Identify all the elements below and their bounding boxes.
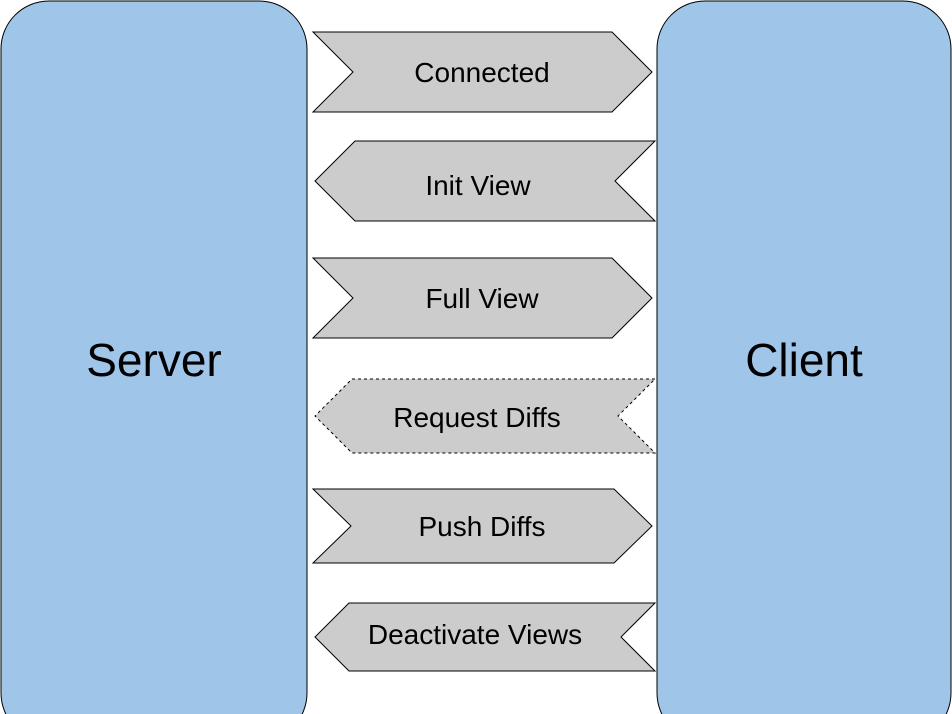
message-label: Full View	[425, 283, 539, 314]
message-deactivate-views: Deactivate Views	[314, 602, 657, 672]
message-init-view: Init View	[314, 140, 657, 222]
client-label: Client	[745, 334, 863, 386]
server-node: Server	[0, 0, 308, 714]
message-arrow-right	[311, 488, 653, 564]
message-arrow-right	[311, 257, 653, 339]
message-label: Request Diffs	[393, 402, 561, 433]
message-connected: Connected	[311, 31, 653, 113]
message-label: Connected	[414, 57, 549, 88]
message-arrow-left-dashed	[314, 378, 657, 454]
message-arrow-left	[314, 140, 657, 222]
message-label: Push Diffs	[418, 511, 545, 542]
server-box	[0, 0, 308, 714]
message-arrow-left	[314, 602, 657, 672]
client-node: Client	[656, 0, 952, 714]
message-full-view: Full View	[311, 257, 653, 339]
message-push-diffs: Push Diffs	[311, 488, 653, 564]
message-label: Deactivate Views	[368, 619, 582, 650]
client-box	[656, 0, 952, 714]
message-request-diffs: Request Diffs	[314, 378, 657, 454]
message-label: Init View	[425, 170, 531, 201]
server-label: Server	[86, 334, 221, 386]
message-arrow-right	[311, 31, 653, 113]
